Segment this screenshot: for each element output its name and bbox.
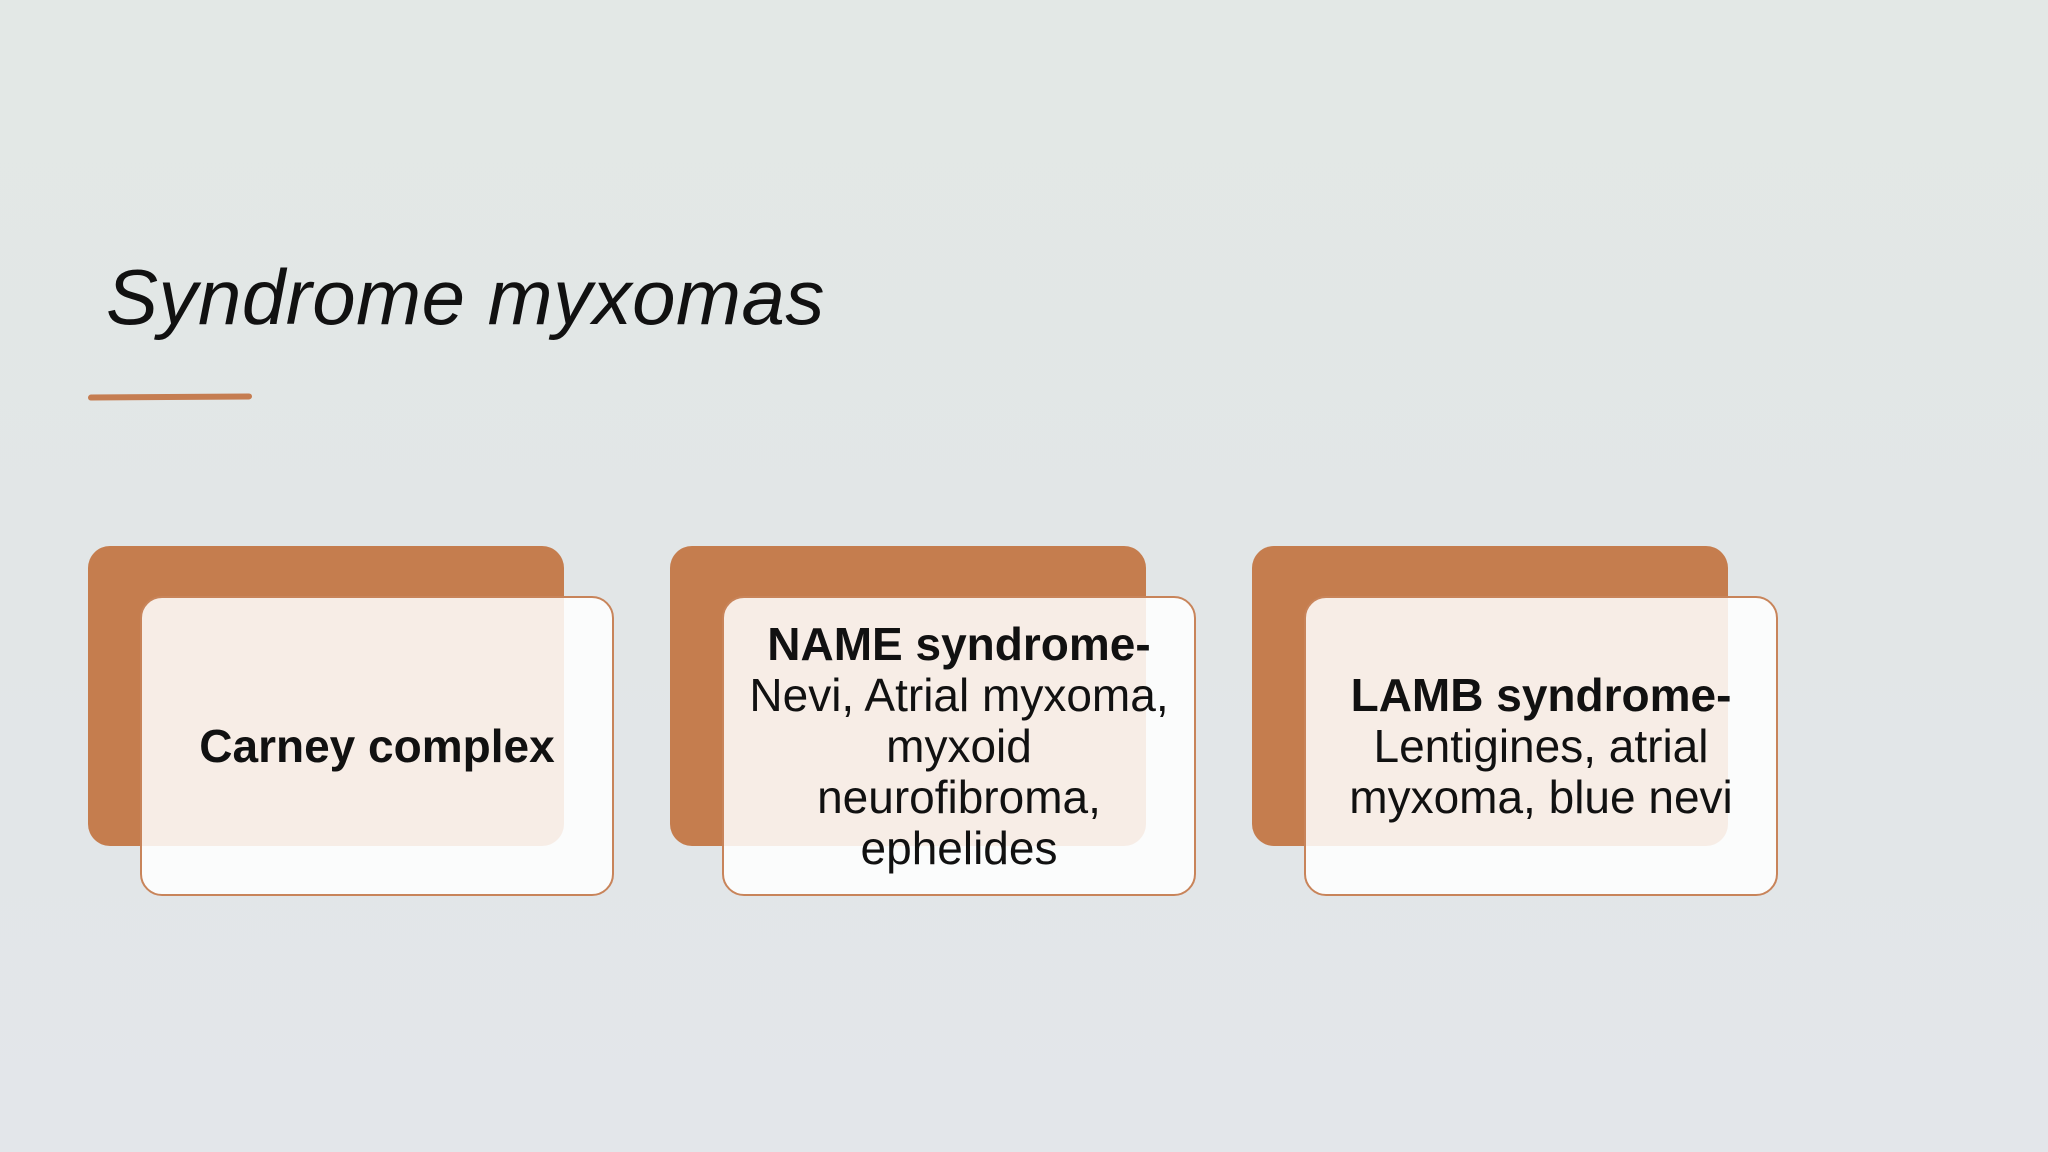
card-text: Carney complex (167, 719, 587, 772)
card-carney-complex: Carney complex (88, 546, 616, 898)
card-body: Lentigines, atrial myxoma, blue nevi (1349, 719, 1733, 823)
card-name-syndrome: NAME syndrome- Nevi, Atrial myxoma, myxo… (670, 546, 1198, 898)
card-body: Nevi, Atrial myxoma, myxoid neurofibroma… (749, 668, 1169, 874)
card-front-panel: LAMB syndrome- Lentigines, atrial myxoma… (1304, 596, 1778, 896)
card-lamb-syndrome: LAMB syndrome- Lentigines, atrial myxoma… (1252, 546, 1780, 898)
card-heading: NAME syndrome- (767, 617, 1151, 670)
card-heading: LAMB syndrome- (1350, 668, 1732, 721)
card-front-panel: Carney complex (140, 596, 614, 896)
card-text: LAMB syndrome- Lentigines, atrial myxoma… (1321, 668, 1761, 823)
card-front-panel: NAME syndrome- Nevi, Atrial myxoma, myxo… (722, 596, 1196, 896)
card-heading: Carney complex (199, 719, 555, 772)
title-underline (87, 393, 253, 401)
card-text: NAME syndrome- Nevi, Atrial myxoma, myxo… (739, 617, 1179, 874)
slide-title: Syndrome myxomas (106, 253, 825, 341)
